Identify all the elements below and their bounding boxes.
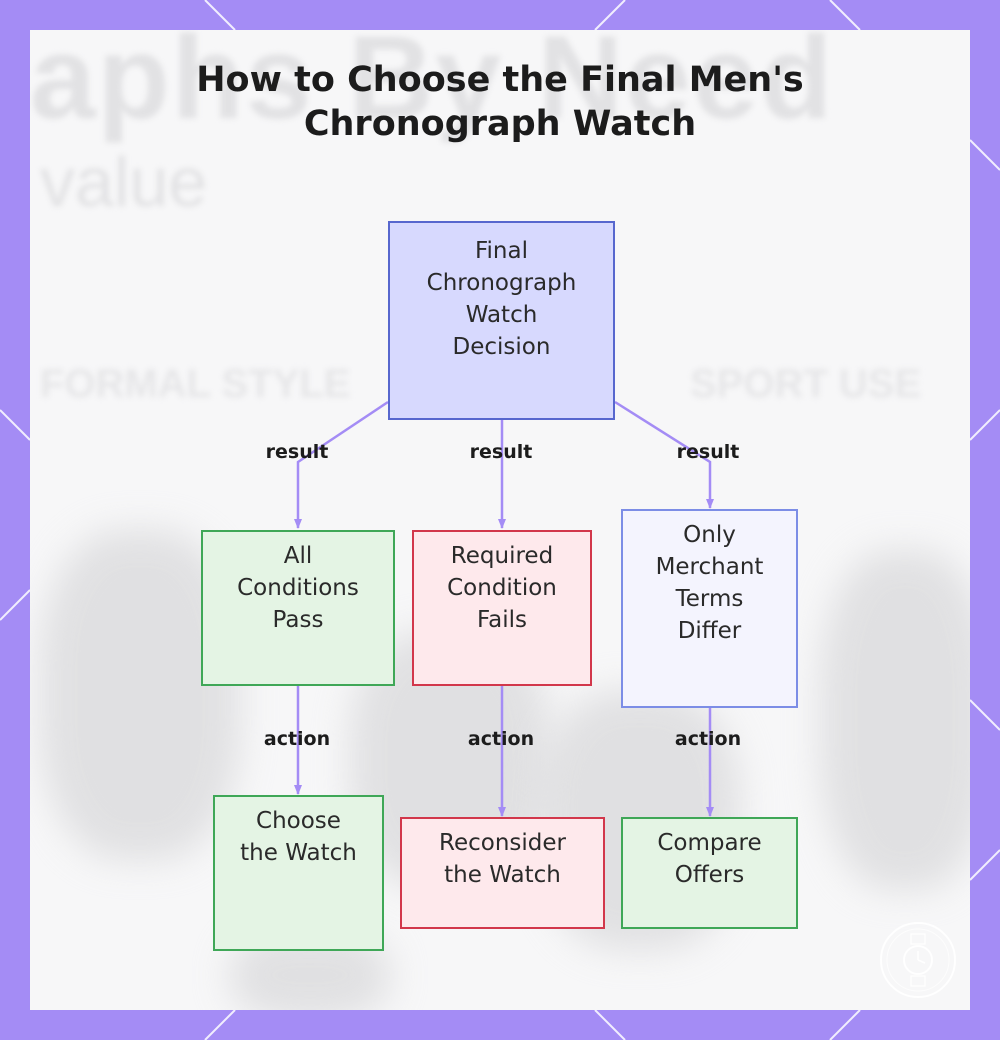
- edge-label-result-mid: result: [469, 441, 533, 463]
- node-required-condition-fails: Required Condition Fails: [412, 530, 592, 686]
- background-left-label: FORMAL STYLE: [40, 362, 351, 406]
- node-all-conditions-pass: All Conditions Pass: [201, 530, 395, 686]
- connector-result-right: [614, 400, 714, 509]
- edge-label-action-left: action: [263, 728, 331, 750]
- edge-label-action-right: action: [674, 728, 742, 750]
- node-choose-the-watch-label: Choose the Watch: [240, 808, 357, 866]
- background-watch-right: [820, 550, 970, 890]
- node-only-merchant-terms-differ: Only Merchant Terms Differ: [621, 509, 798, 708]
- node-only-merchant-terms-differ-label: Only Merchant Terms Differ: [655, 522, 764, 644]
- node-final-decision: Final Chronograph Watch Decision: [388, 221, 615, 420]
- watch-seal-icon: [880, 922, 956, 998]
- node-choose-the-watch: Choose the Watch: [213, 795, 384, 951]
- edge-label-action-mid: action: [467, 728, 535, 750]
- node-all-conditions-pass-label: All Conditions Pass: [237, 543, 359, 633]
- node-final-decision-label: Final Chronograph Watch Decision: [426, 238, 577, 360]
- edge-label-result-left: result: [265, 441, 329, 463]
- node-reconsider-the-watch-label: Reconsider the Watch: [439, 830, 566, 888]
- background-heading: aphs By Need: [30, 30, 835, 144]
- node-reconsider-the-watch: Reconsider the Watch: [400, 817, 605, 929]
- background-subheading: value: [40, 143, 208, 221]
- node-required-condition-fails-label: Required Condition Fails: [447, 543, 557, 633]
- diagram-title: How to Choose the Final Men's Chronograp…: [196, 60, 804, 144]
- edge-label-result-right: result: [676, 441, 740, 463]
- connector-result-left: [294, 400, 389, 529]
- node-compare-offers-label: Compare Offers: [657, 830, 762, 888]
- background-right-label: SPORT USE: [690, 362, 922, 406]
- node-compare-offers: Compare Offers: [621, 817, 798, 929]
